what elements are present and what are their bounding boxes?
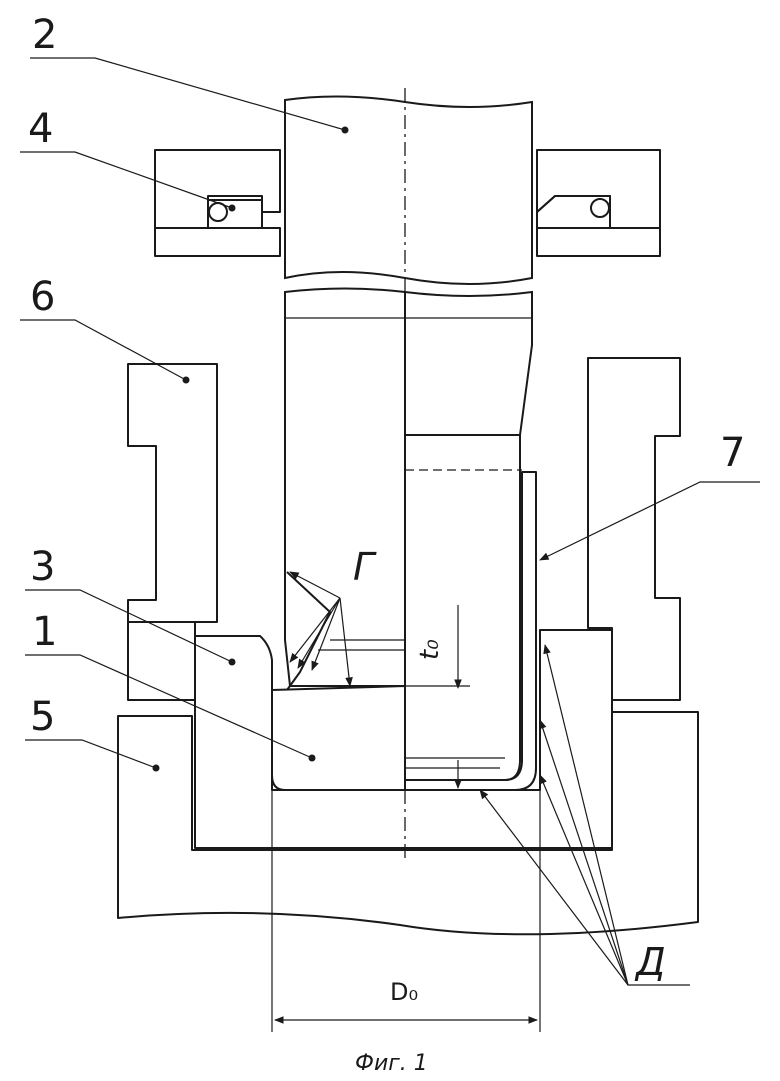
callout-2: 2 <box>32 12 57 58</box>
part-1-billet <box>272 686 405 790</box>
figure-caption: Фиг. 1 <box>355 1051 428 1076</box>
dimension-d0-label: D₀ <box>390 978 418 1006</box>
callout-6: 6 <box>30 274 55 320</box>
callout-5: 5 <box>30 694 55 740</box>
dimension-t0-label: t₀ <box>415 639 445 660</box>
part-7-cup-wall <box>405 472 536 790</box>
part-2-punch <box>285 96 532 780</box>
part-6-guide-sleeve-left <box>128 364 217 700</box>
dimension-t0 <box>405 605 470 790</box>
callout-1: 1 <box>32 609 57 655</box>
callout-d: Д <box>634 940 666 984</box>
part-6-guide-sleeve-right <box>588 358 680 700</box>
callout-7: 7 <box>720 430 745 476</box>
callout-4: 4 <box>28 106 53 152</box>
callout-3: 3 <box>30 544 55 590</box>
callout-g: Г <box>353 545 377 589</box>
